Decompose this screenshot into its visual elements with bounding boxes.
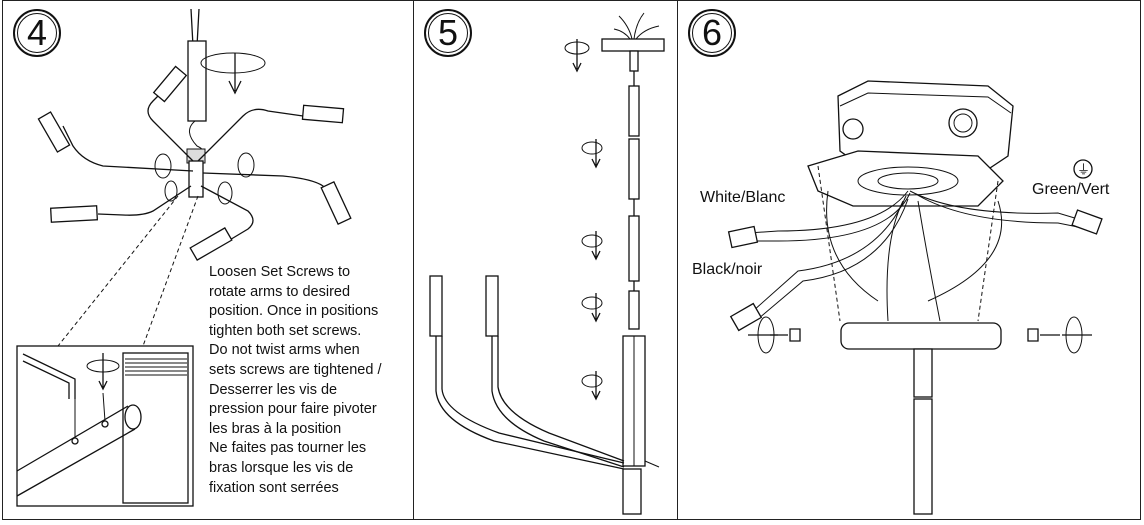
label-green-wire: Green/Vert: [1032, 181, 1110, 198]
mounting-bracket: [807, 150, 1004, 207]
instruction-line: rotate arms to desired: [209, 283, 351, 300]
instruction-line: pression pour faire pivoter: [209, 401, 377, 418]
instruction-line: bras lorsque les vis de: [209, 459, 354, 476]
instruction-line: fixation sont serrées: [209, 479, 339, 496]
detail-inset: [16, 345, 194, 507]
step-5-panel: 5: [413, 0, 678, 520]
step-4-diagram: [16, 8, 352, 507]
step-6-panel: 6 White/Bl: [677, 0, 1141, 520]
step-number-4: 4: [13, 9, 61, 57]
step-6-diagram: [727, 80, 1103, 515]
step-number-6: 6: [688, 9, 736, 57]
ground-icon: [1073, 159, 1093, 179]
ground-symbol-label: ⏚: [1077, 163, 1091, 178]
canopy: [840, 322, 1002, 350]
instruction-line: Desserrer les vis de: [209, 381, 338, 398]
step-4-panel: 4: [2, 0, 414, 520]
instruction-line: les bras à la position: [209, 420, 342, 437]
wire-nut-green: [1071, 209, 1103, 235]
step-5-diagram: [429, 12, 665, 515]
wire-nut-white: [727, 225, 759, 249]
instruction-line: Do not twist arms when: [209, 342, 360, 359]
step-4-instructions: Loosen Set Screws to rotate arms to desi…: [209, 263, 414, 498]
canopy-plate: [601, 38, 665, 52]
canopy-stem: [187, 40, 207, 122]
label-black-wire: Black/noir: [692, 261, 763, 278]
instruction-line: position. Once in positions: [209, 303, 379, 320]
instruction-line: Ne faites pas tourner les: [209, 440, 367, 457]
step-number-5: 5: [424, 9, 472, 57]
wire-nut-black: [729, 302, 763, 332]
instruction-line: sets screws are tightened /: [209, 361, 382, 378]
label-white-wire: White/Blanc: [700, 189, 786, 206]
instruction-line: tighten both set screws.: [209, 322, 362, 339]
instruction-line: Loosen Set Screws to: [209, 264, 351, 280]
